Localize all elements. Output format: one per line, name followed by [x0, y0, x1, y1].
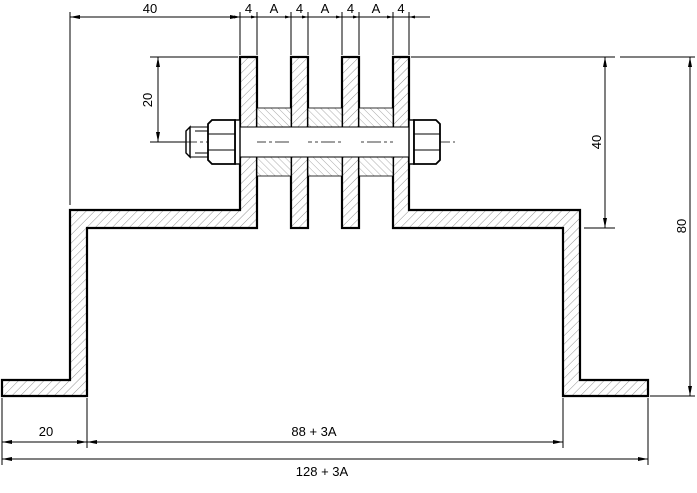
- dim-total-width: 128 + 3A: [296, 464, 349, 479]
- dim-inner-width: 88 + 3A: [291, 424, 337, 439]
- dim-gap-1: A: [270, 1, 279, 16]
- dim-bolt-height: 20: [140, 93, 155, 107]
- right-nut: [413, 119, 441, 165]
- right-profile: [391, 55, 650, 398]
- dim-fin-height: 40: [589, 135, 604, 149]
- dim-gap-3: A: [372, 1, 381, 16]
- dim-plate-1: 4: [245, 1, 252, 16]
- dim-plate-3: 4: [347, 1, 354, 16]
- dim-flange-width: 20: [39, 424, 53, 439]
- dim-gap-2: A: [321, 1, 330, 16]
- left-profile: [0, 55, 259, 398]
- dim-plate-4: 4: [397, 1, 404, 16]
- dim-total-height: 80: [674, 219, 689, 233]
- dim-plate-2: 4: [296, 1, 303, 16]
- dim-top-40: 40: [143, 1, 157, 16]
- left-nut: [207, 119, 236, 165]
